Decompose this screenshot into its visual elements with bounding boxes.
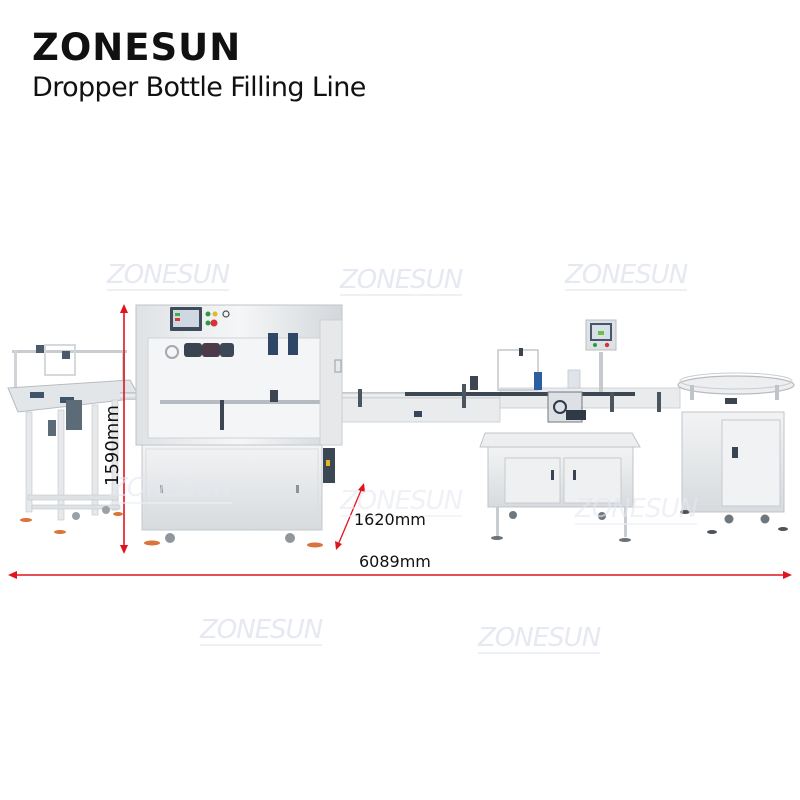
height-dimension-arrow bbox=[120, 304, 128, 554]
watermark: ZONESUN bbox=[575, 494, 698, 525]
depth-dimension-label: 1620mm bbox=[354, 510, 426, 529]
watermark: ZONESUN bbox=[340, 265, 463, 296]
rotary-collecting-table bbox=[677, 372, 795, 534]
length-dimension-label: 6089mm bbox=[359, 552, 431, 571]
watermark: ZONESUN bbox=[340, 486, 463, 517]
labeling-machine bbox=[470, 319, 641, 542]
watermark: ZONESUN bbox=[110, 473, 233, 504]
length-dimension-arrow bbox=[8, 571, 792, 579]
watermark: ZONESUN bbox=[478, 623, 601, 654]
brand-title: ZONESUN bbox=[32, 26, 242, 69]
watermark: ZONESUN bbox=[565, 260, 688, 291]
conveyor bbox=[120, 384, 681, 423]
height-dimension-label: 1590mm bbox=[102, 405, 123, 486]
bottle-unscrambler-table bbox=[7, 344, 141, 534]
watermark: ZONESUN bbox=[107, 260, 230, 291]
product-subtitle: Dropper Bottle Filling Line bbox=[32, 72, 366, 103]
watermark: ZONESUN bbox=[200, 615, 323, 646]
filling-capping-machine bbox=[135, 304, 343, 548]
